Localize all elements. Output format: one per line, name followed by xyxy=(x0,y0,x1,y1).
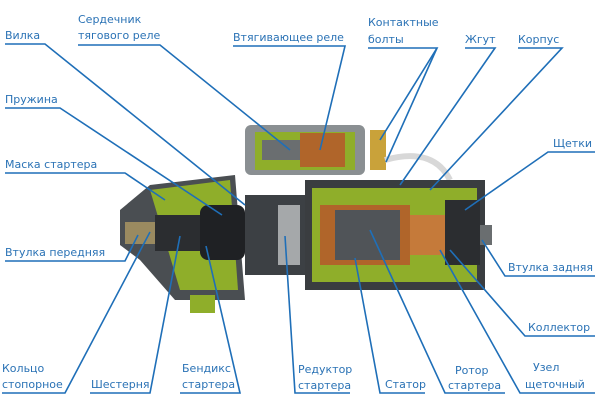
label-vilka: Вилка xyxy=(5,29,41,42)
collector xyxy=(410,215,445,255)
brush-holder xyxy=(445,200,480,265)
front-bushing xyxy=(125,222,155,244)
label-pruzhina: Пружина xyxy=(5,93,58,106)
rotor-core xyxy=(335,210,400,260)
label-bendiks-2: стартера xyxy=(182,378,236,391)
label-uzel-1: Узел xyxy=(533,361,560,374)
label-rotor-2: стартера xyxy=(448,379,502,392)
label-kontakt-2: болты xyxy=(368,33,404,46)
mount-ear xyxy=(190,295,215,313)
label-stator: Статор xyxy=(385,378,426,391)
wire-harness xyxy=(384,153,453,182)
bendix xyxy=(200,205,245,260)
reducer-gear xyxy=(278,205,300,265)
leader-lines xyxy=(2,43,595,394)
label-kontakt-1: Контактные xyxy=(368,16,439,29)
label-bendiks-1: Бендикс xyxy=(182,362,231,375)
label-kollektor: Коллектор xyxy=(528,321,591,334)
label-vtulka-perednyaya: Втулка передняя xyxy=(5,246,106,259)
label-serdechnik-1: Сердечник xyxy=(78,13,142,26)
plunger xyxy=(262,140,300,160)
label-shesternya: Шестерня xyxy=(91,378,150,391)
label-korpus: Корпус xyxy=(518,33,560,46)
label-reduktor-1: Редуктор xyxy=(298,363,353,376)
label-uzel-2: щеточный xyxy=(525,378,585,391)
label-vtulka-zadnyaya: Втулка задняя xyxy=(508,261,593,274)
label-shchetki: Щетки xyxy=(553,137,592,150)
label-koltso-1: Кольцо xyxy=(2,362,45,375)
contact-bolts xyxy=(370,130,386,170)
label-reduktor-2: стартера xyxy=(298,379,352,392)
label-maska: Маска стартера xyxy=(5,158,98,171)
label-zhgut: Жгут xyxy=(465,33,496,46)
label-rotor-1: Ротор xyxy=(455,364,489,377)
label-vtyag: Втягивающее реле xyxy=(233,31,344,44)
label-serdechnik-2: тягового реле xyxy=(78,29,161,42)
rear-bushing xyxy=(480,225,492,245)
label-koltso-2: стопорное xyxy=(2,378,63,391)
